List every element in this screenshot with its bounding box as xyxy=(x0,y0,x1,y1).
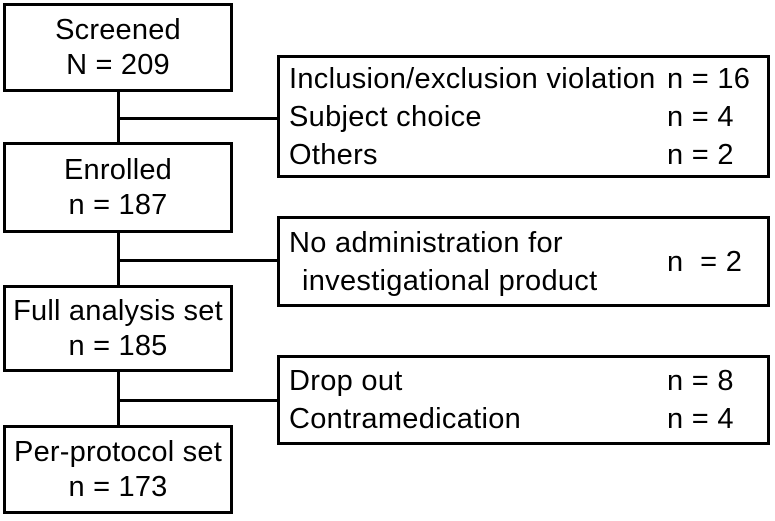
exclusion-label-line1: No administration for xyxy=(289,226,563,259)
exclusion-box-screening: Inclusion/exclusion violation n = 16 Sub… xyxy=(277,55,770,178)
exclusion-value: n = 8 xyxy=(667,365,734,397)
exclusion-row: Drop out n = 8 xyxy=(289,362,759,400)
stage-count: n = 187 xyxy=(68,188,168,221)
stage-box-screened: Screened N = 209 xyxy=(3,3,233,92)
stage-name: Per-protocol set xyxy=(14,435,222,468)
exclusion-row: Contramedication n = 4 xyxy=(289,400,759,438)
exclusion-label-line2: investigational product xyxy=(302,264,598,297)
exclusion-label: Contramedication xyxy=(289,403,522,435)
exclusion-label: Subject choice xyxy=(289,100,482,133)
exclusion-value: n = 16 xyxy=(667,62,751,95)
exclusion-label: No administration for investigational pr… xyxy=(289,224,667,300)
exclusion-label: Inclusion/exclusion violation xyxy=(289,62,656,95)
stage-box-full-analysis-set: Full analysis set n = 185 xyxy=(3,285,233,372)
exclusion-value: n = 2 xyxy=(667,245,743,278)
exclusion-box-analysis: Drop out n = 8 Contramedication n = 4 xyxy=(277,355,770,445)
connector-branch-analysis-exclusions xyxy=(117,399,279,402)
stage-count: N = 209 xyxy=(66,48,170,81)
stage-name: Screened xyxy=(55,13,181,46)
exclusion-value: n = 2 xyxy=(667,138,734,171)
connector-branch-screening-exclusions xyxy=(117,117,279,120)
connector-branch-no-administration xyxy=(117,259,279,262)
connector-vertical-fas-pps xyxy=(117,370,120,427)
exclusion-value: n = 4 xyxy=(667,403,734,435)
exclusion-label: Others xyxy=(289,138,378,171)
stage-count: n = 173 xyxy=(68,470,168,503)
exclusion-row: Subject choice n = 4 xyxy=(289,98,759,136)
exclusion-value: n = 4 xyxy=(667,100,734,133)
stage-box-per-protocol-set: Per-protocol set n = 173 xyxy=(3,425,233,514)
exclusion-row: No administration for investigational pr… xyxy=(289,224,759,300)
stage-box-enrolled: Enrolled n = 187 xyxy=(3,142,233,233)
stage-name: Full analysis set xyxy=(13,294,223,327)
exclusion-label: Drop out xyxy=(289,365,403,397)
stage-name: Enrolled xyxy=(64,153,172,186)
stage-count: n = 185 xyxy=(68,329,168,362)
exclusion-row: Inclusion/exclusion violation n = 16 xyxy=(289,60,759,98)
exclusion-box-no-administration: No administration for investigational pr… xyxy=(277,216,770,307)
exclusion-row: Others n = 2 xyxy=(289,136,759,174)
